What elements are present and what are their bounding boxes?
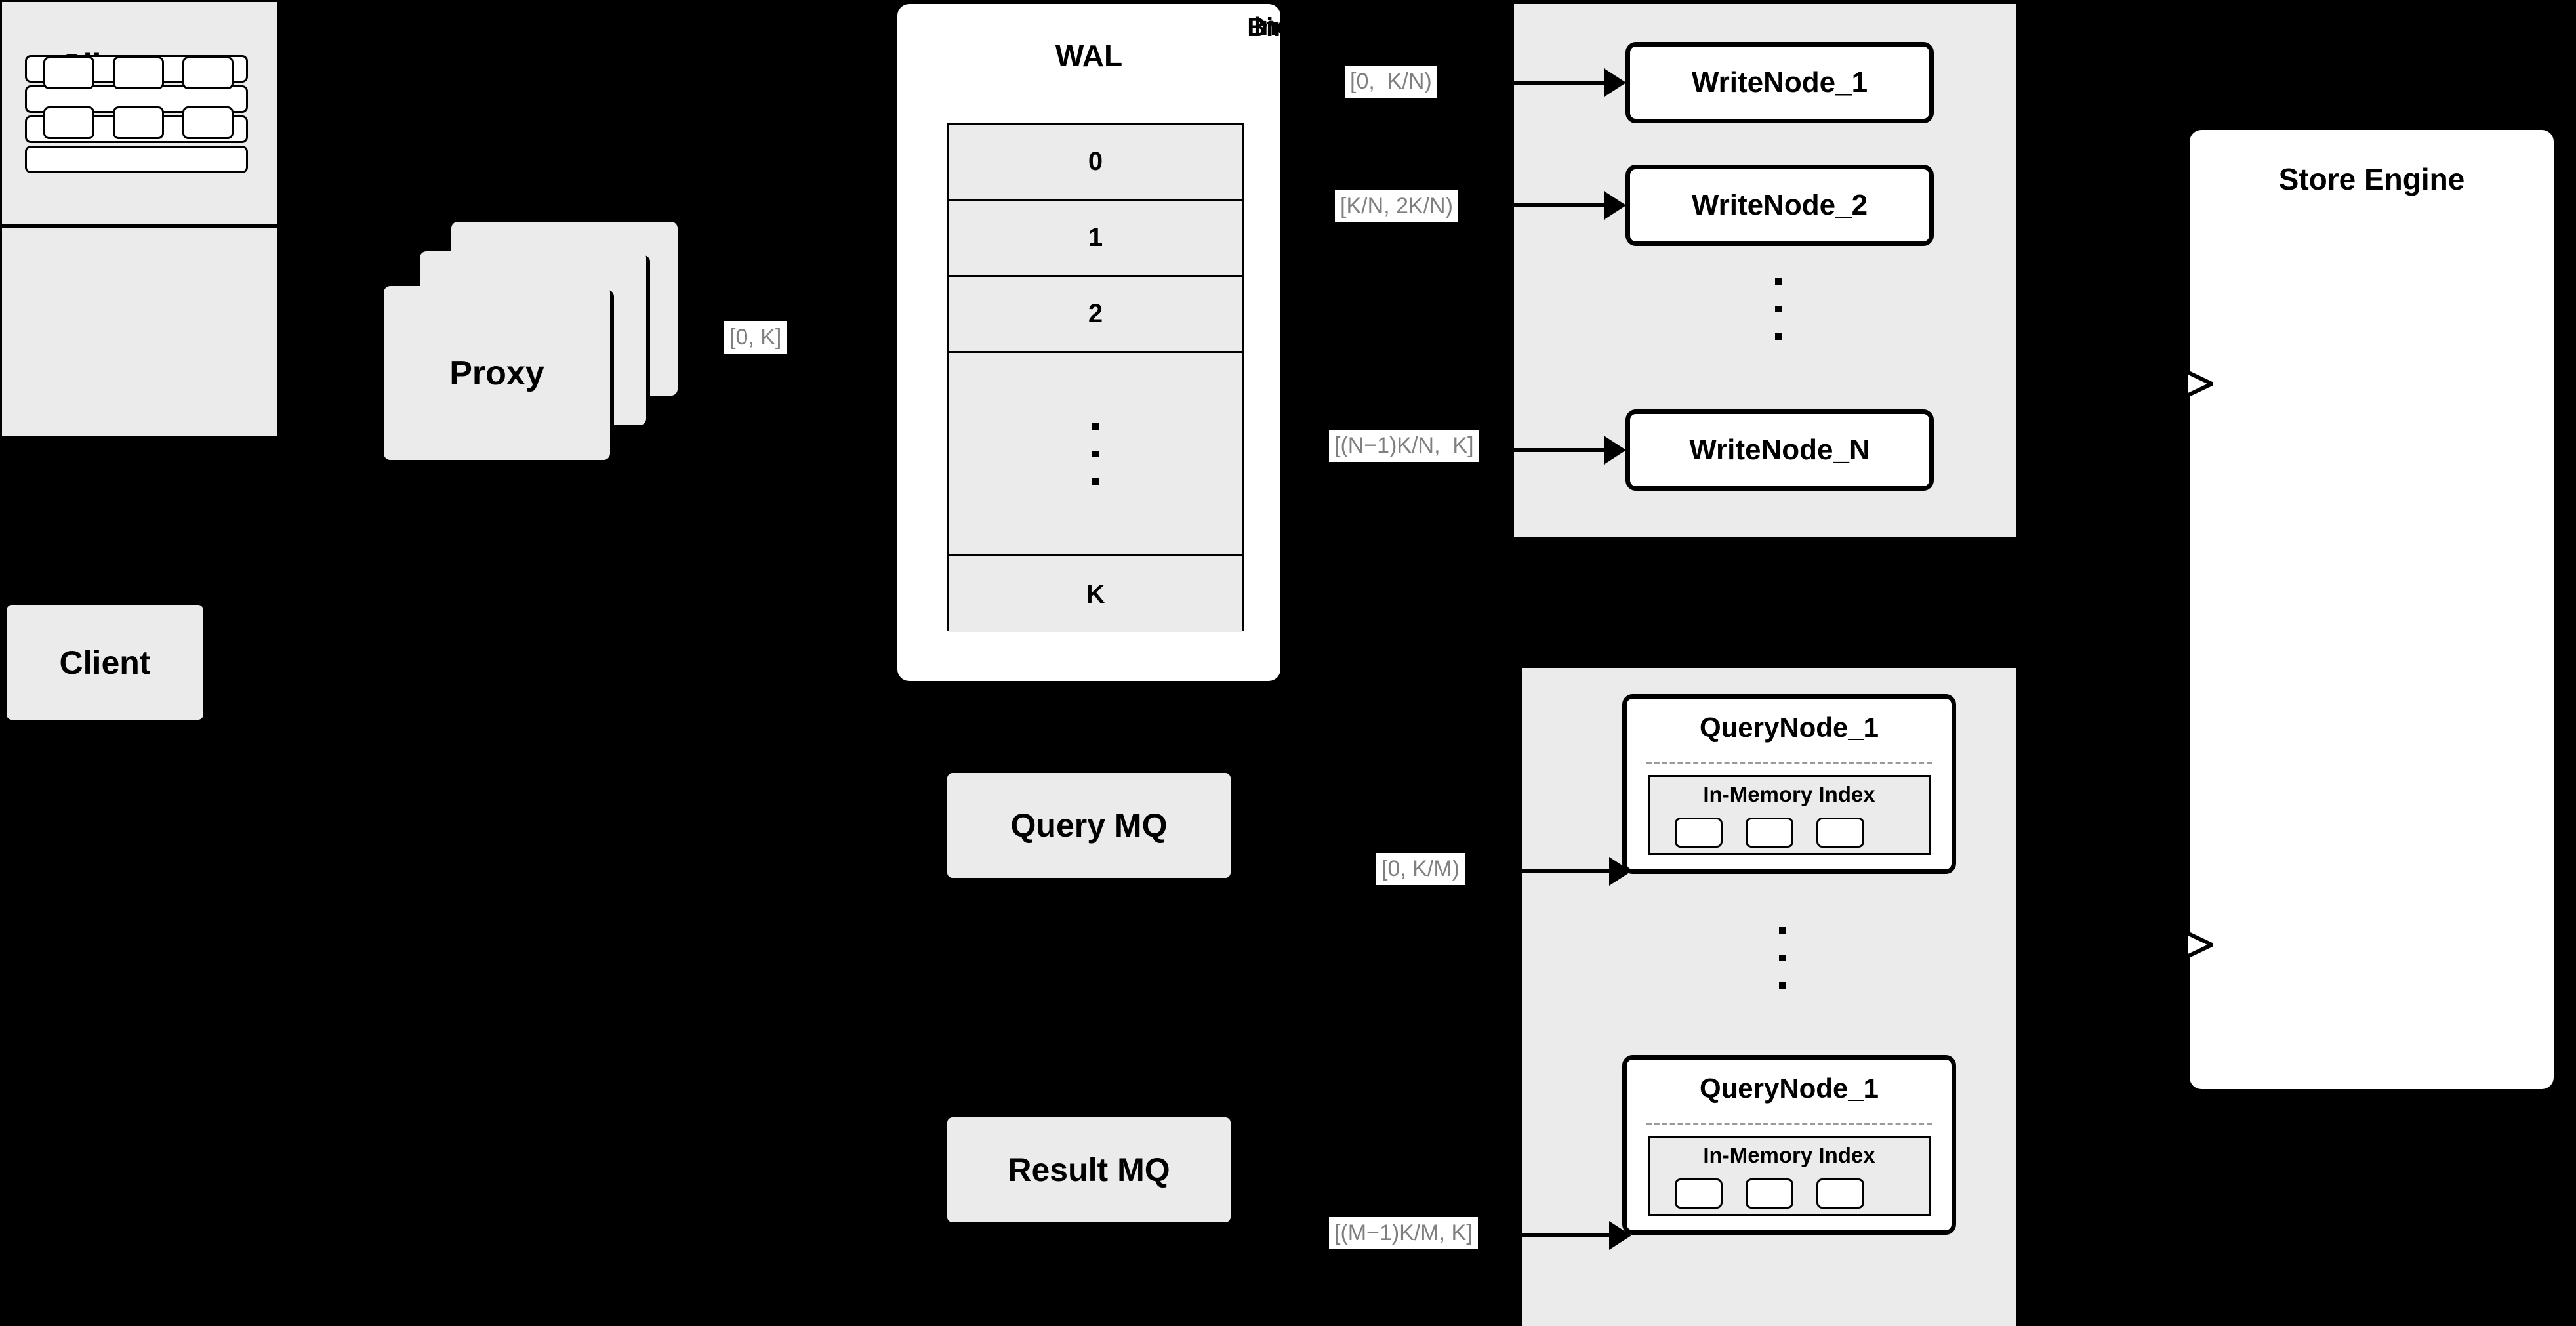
store-engine-title: Store Engine [2278, 162, 2465, 196]
write-node-2-label: WriteNode_2 [1691, 189, 1868, 221]
proxy-box[interactable]: Proxy [384, 286, 610, 460]
arrow-head-to-write-node-2 [1604, 191, 1626, 220]
edge-label-write-node-1-range: [0, K/N) [1345, 66, 1437, 98]
index-segment-slot [1816, 818, 1864, 848]
write-node-1-label: WriteNode_1 [1691, 66, 1868, 98]
client-bottom-label: Client [59, 644, 151, 681]
wal-row: K [949, 556, 1242, 632]
arrow-line-to-query-node-m [1509, 1233, 1612, 1237]
wal-row-label: 0 [1088, 147, 1103, 176]
index-segment-slot [43, 56, 94, 89]
store-index-box: Index [0, 12, 1322, 438]
arrow-head-to-query-node-m [1609, 1221, 1631, 1250]
edge-label-query-node-m-range: [(M−1)K/M, K] [1329, 1217, 1478, 1250]
index-segment-slot [1746, 1178, 1793, 1209]
proxy-label: Proxy [449, 354, 544, 392]
index-segment-slot [182, 106, 234, 139]
wal-row-label: 2 [1088, 299, 1103, 328]
index-segment-slot [182, 56, 234, 89]
wal-row-label: K [1086, 579, 1105, 609]
index-segment-slot [113, 56, 164, 89]
write-node-group-panel: WriteNode_1 WriteNode_2 WriteNode_N [1514, 4, 2016, 537]
wal-row-label: 1 [1088, 223, 1103, 252]
vertical-ellipsis-icon [1779, 927, 1786, 989]
arrow-line-to-write-node-1 [1509, 81, 1607, 85]
result-mq-box[interactable]: Result MQ [947, 1117, 1231, 1222]
query-node-1-in-memory-index: In-Memory Index [1648, 775, 1931, 855]
query-node-1-divider [1646, 762, 1932, 764]
query-node-m-in-memory-index: In-Memory Index [1648, 1136, 1931, 1216]
binlog-title: Binlog [1247, 13, 1329, 42]
query-node-group-panel: QueryNode_1 In-Memory Index QueryNode_1 … [1522, 668, 2016, 1326]
binlog-segment-slot [25, 146, 248, 173]
result-mq-label: Result MQ [1008, 1151, 1170, 1188]
store-engine-panel: Store Engine [2190, 130, 2554, 1089]
edge-label-write-node-2-range: [K/N, 2K/N) [1335, 190, 1458, 223]
edge-label-write-node-n-range: [(N−1)K/N, K] [1329, 430, 1479, 463]
query-node-m-label: QueryNode_1 [1699, 1073, 1879, 1104]
index-segment-slot [1816, 1178, 1864, 1209]
in-memory-index-title: In-Memory Index [1703, 1143, 1875, 1167]
index-segment-slot [43, 106, 94, 139]
vertical-ellipsis-icon [1092, 423, 1099, 485]
index-segment-slot [1746, 818, 1793, 848]
write-node-n-box[interactable]: WriteNode_N [1625, 409, 1934, 491]
query-node-m-divider [1646, 1123, 1932, 1125]
edge-label-proxy-to-wal: [0, K] [724, 321, 787, 354]
vertical-ellipsis-icon [1775, 278, 1782, 340]
write-node-1-box[interactable]: WriteNode_1 [1625, 42, 1934, 123]
arrow-line-to-binlog [2144, 384, 2186, 388]
arrow-head-to-query-node-1 [1609, 857, 1631, 886]
arrow-line-to-query-node-1 [1509, 869, 1612, 873]
query-node-group-ellipsis [1779, 927, 1786, 989]
arrow-line-to-store-index [2144, 945, 2186, 949]
store-index-title: Index [1254, 12, 1322, 41]
index-segment-slot [1675, 1178, 1723, 1209]
query-mq-box[interactable]: Query MQ [947, 773, 1231, 878]
index-segment-slot [113, 106, 164, 139]
write-node-2-box[interactable]: WriteNode_2 [1625, 165, 1934, 246]
wal-row: 2 [949, 277, 1242, 353]
query-node-1-label: QueryNode_1 [1699, 712, 1879, 743]
query-node-m-box[interactable]: QueryNode_1 In-Memory Index [1622, 1055, 1956, 1235]
write-node-group-ellipsis [1775, 278, 1782, 340]
wal-panel: WAL 0 1 2 K [897, 4, 1280, 681]
arrow-line-to-write-node-2 [1509, 203, 1607, 207]
arrow-head-to-write-node-n [1604, 436, 1626, 465]
arrow-head-to-write-node-1 [1604, 68, 1626, 97]
wal-row-list: 0 1 2 K [947, 123, 1244, 632]
query-mq-label: Query MQ [1010, 807, 1168, 844]
index-segment-slot [1675, 818, 1723, 848]
write-node-n-label: WriteNode_N [1689, 434, 1870, 466]
wal-row: 0 [949, 125, 1242, 201]
client-box-bottom[interactable]: Client [7, 605, 203, 720]
arrow-line-to-write-node-n [1509, 448, 1607, 452]
edge-label-query-node-1-range: [0, K/M) [1376, 853, 1465, 886]
query-node-1-box[interactable]: QueryNode_1 In-Memory Index [1622, 694, 1956, 874]
in-memory-index-title: In-Memory Index [1703, 782, 1875, 806]
wal-title: WAL [1055, 39, 1123, 73]
wal-row-ellipsis [949, 353, 1242, 556]
wal-row: 1 [949, 201, 1242, 277]
